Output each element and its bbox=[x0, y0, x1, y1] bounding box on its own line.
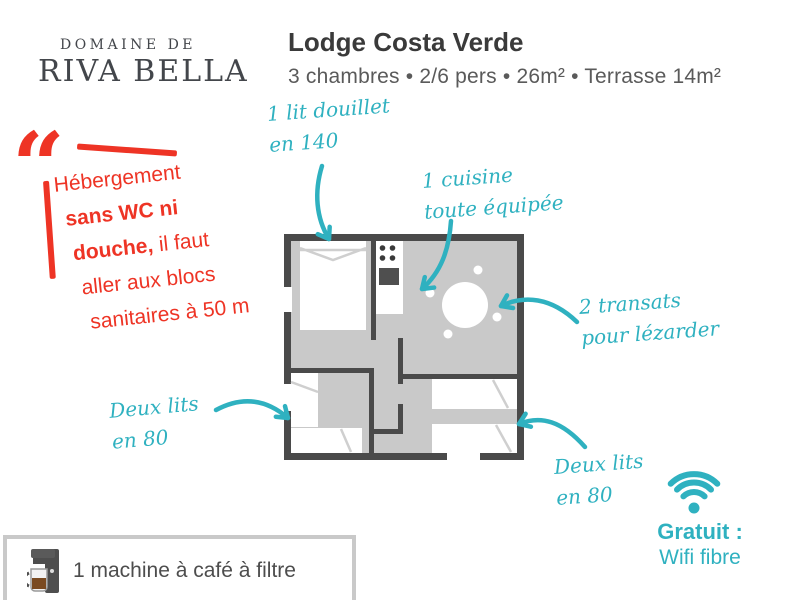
double-bed bbox=[299, 241, 367, 330]
annotation-double-bed: 1 lit douillet en 140 bbox=[266, 90, 393, 160]
annotation-line: Deux lits bbox=[553, 448, 645, 479]
quote-text: Hébergement sans WC ni douche, il faut a… bbox=[52, 149, 251, 342]
annotation-arrows bbox=[213, 163, 588, 450]
arrow-twin-left bbox=[213, 399, 291, 421]
quote-icon: “ bbox=[12, 112, 65, 220]
interior-walls bbox=[291, 241, 517, 453]
wifi-free-label: Gratuit : bbox=[657, 519, 743, 544]
door-gap-bottom bbox=[447, 451, 480, 461]
annotation-twin-beds-left: Deux lits en 80 bbox=[108, 388, 203, 458]
arrow-kitchen bbox=[419, 218, 454, 292]
brand-logo-line1: DOMAINE DE bbox=[59, 37, 197, 53]
arrow-loungers bbox=[498, 293, 580, 325]
annotation-line: en 80 bbox=[555, 481, 614, 510]
wifi-info: Gratuit : Wifi fibre bbox=[642, 519, 758, 571]
twin-beds-right bbox=[432, 379, 517, 453]
twin-beds-left bbox=[290, 373, 362, 453]
coffee-label: 1 machine à café à filtre bbox=[73, 559, 296, 582]
brand-logo-line2: RIVA BELLA bbox=[38, 54, 249, 89]
annotation-twin-beds-right: Deux lits en 80 bbox=[553, 446, 647, 514]
annotation-loungers: 2 transats pour lézarder bbox=[578, 282, 720, 353]
floor-plan bbox=[283, 234, 524, 461]
wifi-fibre-label: Wifi fibre bbox=[659, 546, 741, 569]
annotation-kitchen: 1 cuisine toute équipée bbox=[421, 156, 565, 228]
coffee-machine-icon bbox=[27, 549, 59, 593]
coffee-info-box: 1 machine à café à filtre bbox=[3, 535, 356, 600]
window-gap-left-top bbox=[283, 287, 292, 312]
door-gap-left-bottom bbox=[283, 384, 292, 411]
header: Lodge Costa Verde 3 chambres • 2/6 pers … bbox=[288, 27, 721, 89]
kitchen-unit bbox=[376, 241, 403, 314]
brand-logo: DOMAINE DE RIVA BELLA bbox=[38, 37, 249, 89]
arrow-bed-double bbox=[315, 163, 332, 242]
page-title: Lodge Costa Verde bbox=[288, 27, 524, 57]
arrow-twin-right bbox=[516, 411, 588, 450]
wifi-icon bbox=[667, 471, 721, 514]
page-subtitle: 3 chambres • 2/6 pers • 26m² • Terrasse … bbox=[288, 65, 722, 88]
